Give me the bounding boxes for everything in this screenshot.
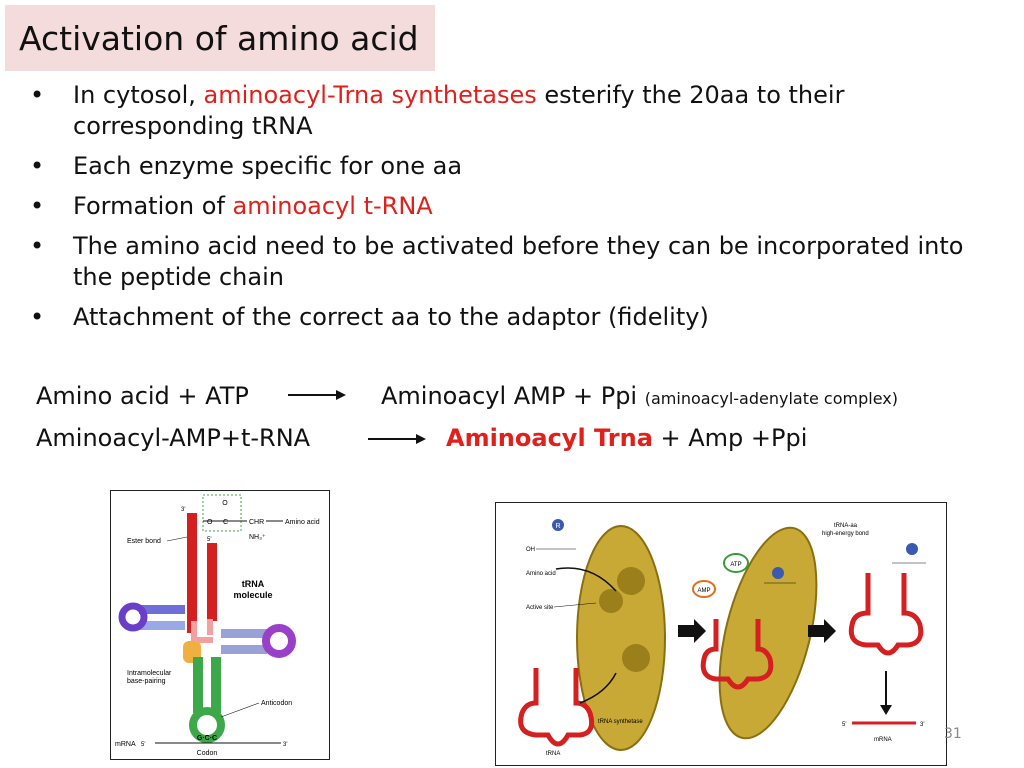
- trna-structure-figure: O O C CHR NH₃⁺ Amino acid 3' 5' Ester bo…: [110, 490, 330, 760]
- three-prime-label: 3': [181, 507, 185, 513]
- trna-molecule-label: molecule: [233, 590, 272, 600]
- atp-label: ATP: [730, 562, 741, 568]
- d-arm: [139, 605, 185, 614]
- synthetase-diagram: R OH Amino acid Active site tRNA tRNA sy…: [518, 519, 926, 757]
- amino-acid-label: Amino acid: [285, 519, 320, 526]
- equation-text: + Amp +Ppi: [652, 424, 808, 452]
- bullet-text: Attachment of the correct aa to the adap…: [73, 303, 709, 331]
- bullet-item: Formation of aminoacyl t-RNA: [30, 191, 990, 222]
- equation-text: Amino acid + ATP: [36, 382, 249, 410]
- trna-diagram: O O C CHR NH₃⁺ Amino acid 3' 5' Ester bo…: [115, 494, 320, 757]
- bullet-text: Each enzyme specific for one aa: [73, 152, 463, 180]
- equation-text: Aminoacyl AMP + Ppi: [381, 382, 638, 410]
- anticodon-arm: [193, 657, 203, 713]
- reaction-arrow-icon: [288, 390, 346, 400]
- equation-1-right: Aminoacyl AMP + Ppi (aminoacyl-adenylate…: [381, 382, 898, 410]
- r-group-label: R: [555, 523, 560, 530]
- equation-1-left: Amino acid + ATP: [36, 382, 249, 410]
- trna-aa-label: tRNA-aa: [834, 523, 858, 529]
- r-group-icon: [552, 519, 564, 531]
- five-prime-label: 5': [207, 537, 211, 543]
- acceptor-strand-3: [187, 513, 197, 633]
- bullet-text: esterify the 20aa to their corresponding…: [73, 81, 845, 140]
- trna-shape-2: [700, 619, 774, 690]
- oxygen-label: O: [222, 500, 228, 507]
- ester-bond-label: Ester bond: [127, 538, 161, 545]
- trna-shape-1: [518, 668, 595, 747]
- title-box: Activation of amino acid: [5, 5, 435, 71]
- oh-label: OH: [526, 547, 535, 553]
- anticodon-label: Anticodon: [261, 700, 292, 707]
- bullet-item: The amino acid need to be activated befo…: [30, 231, 990, 293]
- bullet-text: The amino acid need to be activated befo…: [73, 232, 964, 291]
- down-arrow-icon: [880, 705, 892, 715]
- codon-label: Codon: [197, 750, 218, 757]
- mrna-label: mRNA: [874, 737, 892, 743]
- amp-label: AMP: [697, 588, 710, 594]
- nh3-label: NH₃⁺: [249, 534, 266, 541]
- equation-2-right: Aminoacyl Trna + Amp +Ppi: [446, 424, 807, 452]
- mrna-3-label: 3': [283, 742, 287, 748]
- equation-2-left: Aminoacyl-AMP+t-RNA: [36, 424, 310, 452]
- step-arrow-icon: [808, 619, 836, 643]
- intramolecular-label: base-pairing: [127, 678, 166, 685]
- bullet-list: In cytosol, aminoacyl-Trna synthetases e…: [30, 80, 990, 342]
- trna-label: tRNA: [546, 751, 560, 757]
- bullet-item: In cytosol, aminoacyl-Trna synthetases e…: [30, 80, 990, 142]
- high-energy-bond-label: high-energy bond: [822, 531, 869, 537]
- mrna-5-label: 5': [141, 742, 145, 748]
- bullet-text: In cytosol,: [73, 81, 204, 109]
- highlight-text: aminoacyl t-RNA: [232, 192, 433, 220]
- highlight-text: aminoacyl-Trna synthetases: [203, 81, 537, 109]
- equation-text: Aminoacyl-AMP+t-RNA: [36, 424, 311, 452]
- trna-synthetase-label: tRNA synthetase: [598, 719, 643, 725]
- acceptor-strand-5: [207, 543, 217, 621]
- bullet-item: Attachment of the correct aa to the adap…: [30, 302, 990, 333]
- slide-title: Activation of amino acid: [19, 19, 419, 58]
- page-number: 31: [944, 726, 962, 742]
- amp-icon: [692, 580, 716, 598]
- trna-shape-3: [848, 573, 924, 656]
- intramolecular-label: Intramolecular: [127, 670, 172, 677]
- bullet-text: Formation of: [73, 192, 233, 220]
- synthetase-mechanism-figure: R OH Amino acid Active site tRNA tRNA sy…: [495, 502, 947, 766]
- bullet-item: Each enzyme specific for one aa: [30, 151, 990, 182]
- atp-icon: [723, 553, 749, 573]
- mrna-label: mRNA: [115, 741, 136, 748]
- chr-label: CHR: [249, 519, 264, 526]
- amino-acid-label: Amino acid: [526, 571, 556, 577]
- codon-bases-label: G·C·C: [197, 735, 217, 742]
- step-arrow-icon: [678, 619, 706, 643]
- equation-note: (aminoacyl-adenylate complex): [644, 389, 898, 408]
- mrna-3-label: 3': [920, 722, 924, 728]
- product-text: Aminoacyl Trna: [446, 424, 653, 452]
- active-site-label: Active site: [526, 605, 554, 611]
- mrna-5-label: 5': [842, 722, 846, 728]
- oxygen-link-label: O: [207, 519, 213, 526]
- t-arm: [221, 629, 267, 638]
- reaction-arrow-icon: [368, 434, 426, 444]
- carbon-label: C: [223, 519, 228, 526]
- trna-molecule-label: tRNA: [242, 579, 265, 589]
